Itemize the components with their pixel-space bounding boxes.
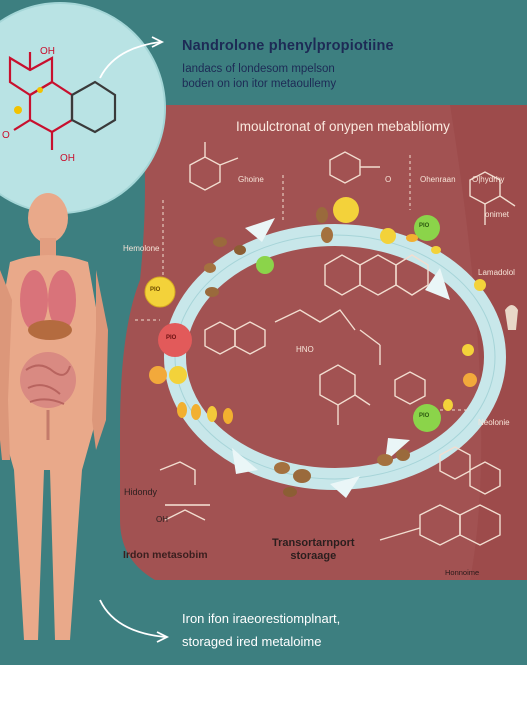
subtitle-line-2: boden on ion itor metaoullemy <box>182 78 337 90</box>
label-o: O <box>385 175 392 184</box>
panel-molecules <box>159 142 516 546</box>
molecule-label-oh-bottom: OH <box>60 153 75 164</box>
flow-arrows <box>232 218 450 498</box>
label-hemolone: Hemolone <box>123 244 160 253</box>
molecule-label-oh-top: OH <box>40 46 55 57</box>
transport-line-1: Transortarnport <box>272 537 355 549</box>
human-body-icon <box>0 193 108 640</box>
arrow-bottom-icon <box>99 599 170 643</box>
transport-line-2: storaage <box>290 550 337 562</box>
pill-label-red-left: PIO <box>166 335 177 341</box>
label-onimet: onimet <box>485 210 510 219</box>
panel-title: Imoulctronat of onypen mebabliomy <box>236 119 450 134</box>
pill-label-yellow-left: PIO <box>150 287 161 293</box>
page-title: Nandrolone phenyl̇propiotiine <box>182 38 394 54</box>
transport-storage-label: Transortarnport storaage <box>272 537 355 563</box>
label-oh: OH <box>156 515 168 524</box>
label-ohenraan: Ohenraan <box>420 175 456 184</box>
pill-label-green-top: PIO <box>419 223 430 229</box>
bottom-strip <box>0 665 527 703</box>
footer-line-2: storaged ired metaloime <box>182 634 322 649</box>
label-hno: HNO <box>296 345 314 354</box>
molecule-circle <box>0 3 165 213</box>
label-neolonie: Neolonie <box>478 418 510 427</box>
hormone-label: Honnoime <box>445 568 480 577</box>
pills <box>144 197 486 497</box>
label-lamadolol: Lamadolol <box>478 268 515 277</box>
label-ohhydrhy: O|hydrhy <box>472 175 505 184</box>
molecule-icon <box>8 52 117 150</box>
subtitle-line-1: Iandacs of londesom mpelson <box>182 63 335 75</box>
molecule-label-o: O <box>2 130 10 141</box>
label-hidondy: Hidondy <box>124 487 158 497</box>
footer-line-1: Iron ifon iraeorestiomplnart, <box>182 611 341 626</box>
arrow-top-icon <box>99 36 165 79</box>
label-ghoine: Ghoine <box>238 175 264 184</box>
pill-label-green-bottom: PIO <box>419 413 430 419</box>
iron-metabolism-label: Irdon metasobim <box>123 549 208 561</box>
